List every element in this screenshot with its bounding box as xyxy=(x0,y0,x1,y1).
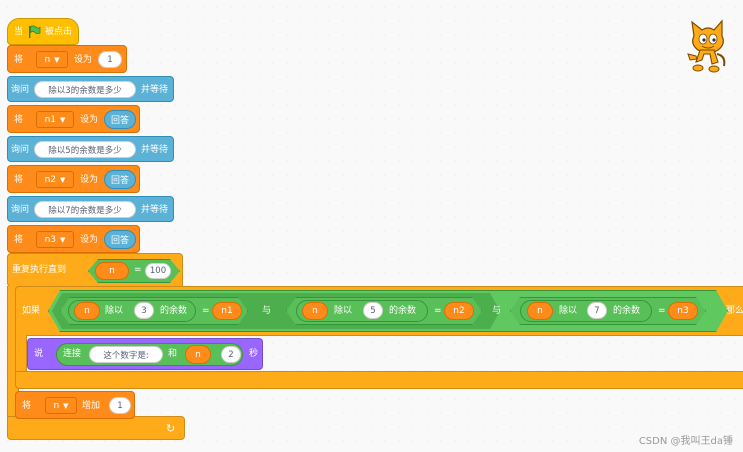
repeat-until-footer: ↻ xyxy=(7,416,185,440)
loop-arrow-icon: ↻ xyxy=(166,422,176,435)
change-verb-label: 将 xyxy=(22,401,32,411)
then-label: 那么 xyxy=(726,306,743,316)
set-to-label: 设为 xyxy=(80,175,99,185)
ask-wait-label: 并等待 xyxy=(141,205,169,215)
mod-remainder-label: 的余数 xyxy=(389,306,417,316)
set-verb-label: 将 xyxy=(14,115,24,125)
ask-question-input[interactable]: 除以3的余数是多少 xyxy=(34,81,136,98)
variable-dropdown-n[interactable]: n▼ xyxy=(45,397,77,414)
set-to-label: 设为 xyxy=(74,55,93,65)
equals-label: = xyxy=(134,265,142,275)
dropdown-value: n2 xyxy=(44,174,57,185)
repeat-until-label: 重复执行直到 xyxy=(12,265,67,275)
answer-reporter[interactable]: 回答 xyxy=(104,170,136,189)
sprite-cat-icon[interactable] xyxy=(684,14,730,74)
mod-divide-label: 除以 xyxy=(334,306,353,316)
answer-reporter[interactable]: 回答 xyxy=(104,230,136,249)
variable-dropdown-n2[interactable]: n2▼ xyxy=(36,171,74,188)
ask-question-input[interactable]: 除以5的余数是多少 xyxy=(34,141,136,158)
chevron-down-icon: ▼ xyxy=(60,235,66,244)
if-footer xyxy=(15,371,743,389)
say-label: 说 xyxy=(34,349,44,359)
ask-block-2[interactable]: 询问 除以5的余数是多少 并等待 xyxy=(7,136,174,162)
mod-operator-2[interactable] xyxy=(296,300,428,322)
variable-reporter-n1[interactable]: n1 xyxy=(212,302,242,320)
variable-dropdown-n[interactable]: n▼ xyxy=(36,51,68,68)
mod-divisor-input[interactable]: 5 xyxy=(363,302,383,319)
dropdown-value: n xyxy=(53,400,60,411)
and-label: 与 xyxy=(262,306,272,316)
answer-reporter[interactable]: 回答 xyxy=(104,110,136,129)
chevron-down-icon: ▼ xyxy=(54,55,60,64)
ask-wait-label: 并等待 xyxy=(141,85,169,95)
and-label: 与 xyxy=(492,306,502,316)
say-seconds-input[interactable]: 2 xyxy=(221,346,241,363)
mod-remainder-label: 的余数 xyxy=(160,306,188,316)
equals-label: = xyxy=(658,306,666,316)
when-flag-clicked-block[interactable]: 当 被点击 xyxy=(7,18,79,45)
set-n1-block[interactable]: 将 n1▼ 设为 回答 xyxy=(7,105,140,133)
chevron-down-icon: ▼ xyxy=(60,175,66,184)
set-value-input[interactable]: 1 xyxy=(98,51,122,68)
set-n3-block[interactable]: 将 n3▼ 设为 回答 xyxy=(7,225,140,253)
say-for-secs-block[interactable]: 说 连接 这个数字是: 和 n 2 秒 xyxy=(27,338,263,370)
equals-label: = xyxy=(202,306,210,316)
mod-divisor-input[interactable]: 3 xyxy=(134,302,154,319)
variable-reporter-n[interactable]: n xyxy=(74,302,100,320)
variable-reporter-n[interactable]: n xyxy=(185,345,211,364)
repeat-until-header[interactable]: 重复执行直到 n = 100 xyxy=(7,253,183,287)
variable-reporter-n[interactable]: n xyxy=(527,302,553,320)
variable-reporter-n3[interactable]: n3 xyxy=(668,302,698,320)
dropdown-value: n xyxy=(44,54,51,65)
set-to-label: 设为 xyxy=(80,235,99,245)
ask-wait-label: 并等待 xyxy=(141,145,169,155)
ask-verb-label: 询问 xyxy=(11,205,30,215)
mod-operator-1[interactable] xyxy=(68,300,196,322)
join-and-label: 和 xyxy=(168,349,178,359)
set-verb-label: 将 xyxy=(14,55,24,65)
variable-dropdown-n1[interactable]: n1▼ xyxy=(36,111,74,128)
seconds-label: 秒 xyxy=(249,349,259,359)
hat-clicked-label: 被点击 xyxy=(45,27,73,37)
ask-block-3[interactable]: 询问 除以7的余数是多少 并等待 xyxy=(7,196,174,222)
ask-question-input[interactable]: 除以7的余数是多少 xyxy=(34,201,136,218)
chevron-down-icon: ▼ xyxy=(60,115,66,124)
ask-verb-label: 询问 xyxy=(11,145,30,155)
variable-dropdown-n3[interactable]: n3▼ xyxy=(36,231,74,248)
change-n-block[interactable]: 将 n▼ 增加 1 xyxy=(15,391,135,419)
csdn-watermark: CSDN @我叫王da锤 xyxy=(638,436,733,447)
mod-divide-label: 除以 xyxy=(105,306,124,316)
change-by-label: 增加 xyxy=(82,401,101,411)
repeat-target-input[interactable]: 100 xyxy=(145,263,171,279)
join-text-input[interactable]: 这个数字是: xyxy=(89,346,163,363)
set-n2-block[interactable]: 将 n2▼ 设为 回答 xyxy=(7,165,140,193)
mod-divide-label: 除以 xyxy=(559,306,578,316)
mod-remainder-label: 的余数 xyxy=(613,306,641,316)
equals-label: = xyxy=(434,306,442,316)
if-arm xyxy=(15,335,27,373)
ask-block-1[interactable]: 询问 除以3的余数是多少 并等待 xyxy=(7,76,174,102)
chevron-down-icon: ▼ xyxy=(63,401,69,410)
variable-reporter-n[interactable]: n xyxy=(95,262,129,280)
join-label: 连接 xyxy=(63,349,82,359)
dropdown-value: n1 xyxy=(44,114,57,125)
mod-operator-3[interactable] xyxy=(520,300,652,322)
green-flag-icon xyxy=(27,25,41,42)
change-value-input[interactable]: 1 xyxy=(109,397,131,414)
set-verb-label: 将 xyxy=(14,175,24,185)
if-label: 如果 xyxy=(22,306,41,316)
set-verb-label: 将 xyxy=(14,235,24,245)
hat-when-label: 当 xyxy=(14,27,24,37)
variable-reporter-n2[interactable]: n2 xyxy=(444,302,474,320)
set-to-label: 设为 xyxy=(80,115,99,125)
dropdown-value: n3 xyxy=(44,234,57,245)
ask-verb-label: 询问 xyxy=(11,85,30,95)
variable-reporter-n[interactable]: n xyxy=(302,302,328,320)
set-n-block[interactable]: 将 n▼ 设为 1 xyxy=(7,45,127,73)
mod-divisor-input[interactable]: 7 xyxy=(587,302,607,319)
